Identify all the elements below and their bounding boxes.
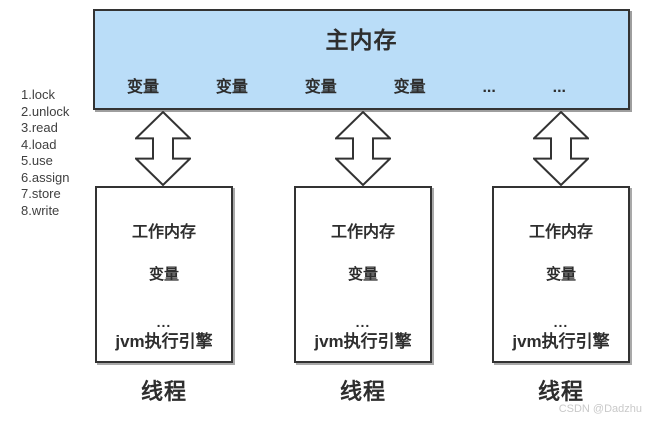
variable-label: 变量 [304, 79, 337, 96]
ellipsis-label: ... [552, 79, 566, 96]
variable-label: 变量 [393, 79, 426, 96]
jvm-engine-label: jvm执行引擎 [115, 332, 213, 351]
working-memory-box: 工作内存 变量 ... jvm执行引擎 [294, 186, 432, 363]
main-memory-box: 主内存 变量 变量 变量 变量 ... ... [93, 9, 630, 110]
main-memory-title: 主内存 [325, 27, 398, 53]
operation-item: 2.unlock [21, 103, 70, 119]
operation-item: 6.assign [21, 169, 70, 185]
operation-item: 7.store [21, 186, 61, 201]
working-memory-title: 工作内存 [528, 224, 593, 241]
updown-arrow-icon [533, 111, 589, 186]
variable-label: 变量 [148, 266, 179, 283]
ellipsis-label: ... [482, 79, 496, 96]
ellipsis-label: ... [553, 314, 569, 330]
csdn-watermark: CSDN @Dadzhu [558, 403, 642, 415]
operation-item: 3.read [21, 120, 58, 135]
variable-label: 变量 [347, 266, 378, 283]
variable-label: 变量 [127, 79, 160, 96]
thread-label: 线程 [339, 379, 386, 404]
jvm-engine-label: jvm执行引擎 [314, 332, 412, 351]
variable-label: 变量 [545, 266, 576, 283]
working-memory-title: 工作内存 [330, 224, 395, 241]
memory-operations-list: 1.lock 2.unlock 3.read 4.load 5.use 6.as… [21, 87, 69, 219]
operation-item: 8.write [21, 202, 60, 218]
operation-item: 5.use [21, 153, 53, 168]
jvm-engine-label: jvm执行引擎 [512, 332, 610, 351]
thread-label: 线程 [537, 379, 584, 404]
updown-arrow-icon [335, 111, 391, 186]
ellipsis-label: ... [355, 314, 371, 330]
operation-item: 4.load [21, 136, 57, 152]
ellipsis-label: ... [156, 314, 172, 330]
main-memory-variables-row: 变量 变量 变量 变量 ... ... [95, 73, 628, 97]
variable-label: 变量 [215, 79, 248, 96]
working-memory-box: 工作内存 变量 ... jvm执行引擎 [95, 186, 233, 363]
working-memory-title: 工作内存 [131, 224, 196, 241]
updown-arrow-icon [135, 111, 191, 186]
operation-item: 1.lock [21, 87, 55, 102]
thread-label: 线程 [140, 379, 187, 404]
working-memory-box: 工作内存 变量 ... jvm执行引擎 [492, 186, 630, 363]
